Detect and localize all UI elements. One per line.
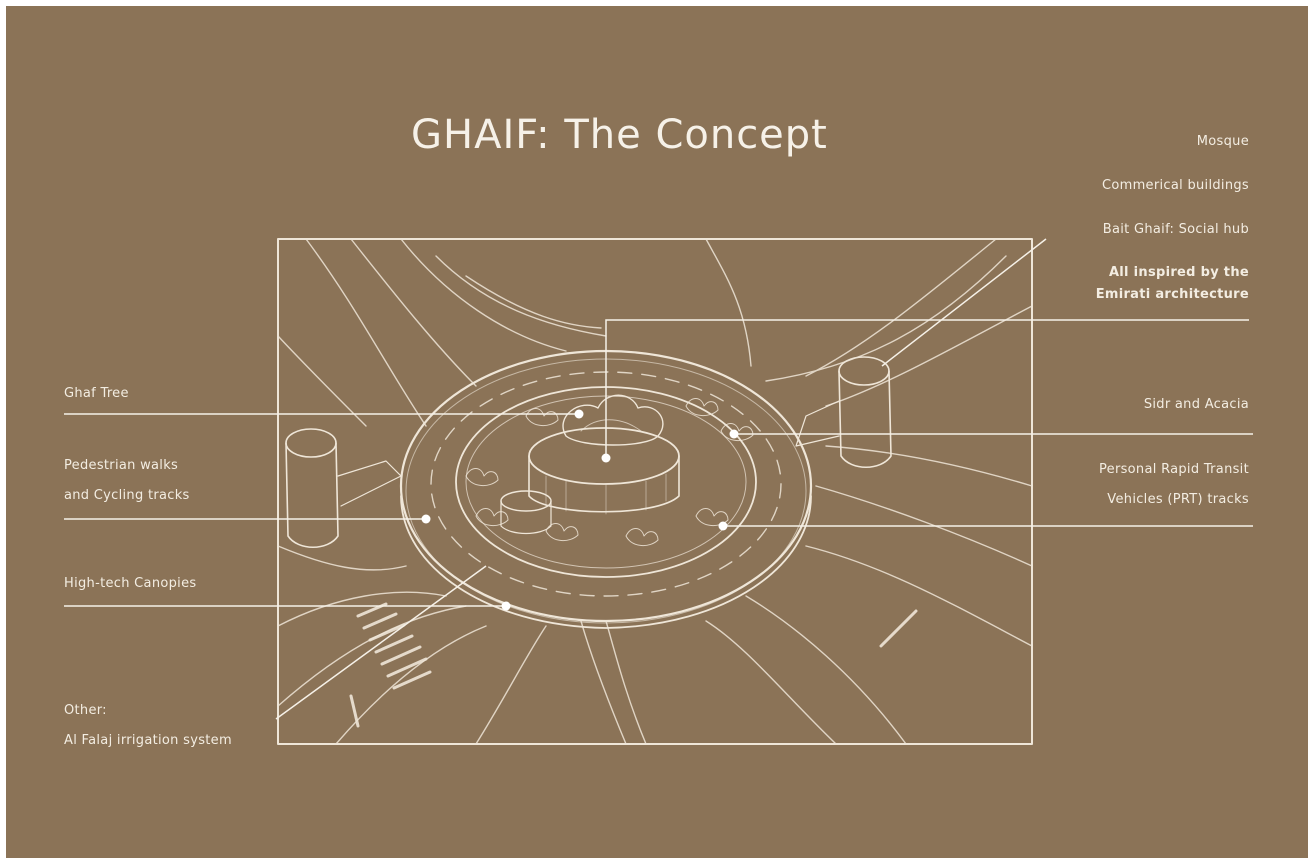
marker-sidr [730, 430, 739, 439]
label-inspired-line2: Emirati architecture [1096, 287, 1249, 302]
page-title: GHAIF: The Concept [411, 112, 828, 158]
label-prt-line2: Vehicles (PRT) tracks [1107, 492, 1249, 507]
label-canopies: High-tech Canopies [64, 576, 196, 591]
label-inspired-line1: All inspired by the [1109, 265, 1249, 280]
sketch-frame [278, 239, 1032, 744]
leader-mosque-tower [882, 239, 1046, 366]
marker-bait-ghaif [602, 454, 611, 463]
label-bait-ghaif: Bait Ghaif: Social hub [1103, 222, 1249, 237]
label-sidr-acacia: Sidr and Acacia [1144, 397, 1249, 412]
label-falaj: Al Falaj irrigation system [64, 733, 232, 748]
label-pedestrian-line2: and Cycling tracks [64, 488, 190, 503]
crosswalk [351, 604, 916, 726]
marker-pedestrian [422, 515, 431, 524]
marker-prt [719, 522, 728, 531]
marker-ghaf [575, 410, 584, 419]
label-commercial: Commerical buildings [1102, 178, 1249, 193]
label-pedestrian-line1: Pedestrian walks [64, 458, 178, 473]
label-other: Other: [64, 703, 107, 718]
leader-bait-ghaif [606, 320, 1249, 458]
concept-board: GHAIF: The Concept Ghaf Tree Pedestrian … [6, 6, 1308, 858]
shrubs [466, 399, 753, 546]
road-lines [278, 239, 1032, 744]
label-ghaf-tree: Ghaf Tree [64, 386, 129, 401]
label-mosque: Mosque [1197, 134, 1249, 149]
marker-canopies [502, 602, 511, 611]
label-prt-line1: Personal Rapid Transit [1099, 462, 1249, 477]
